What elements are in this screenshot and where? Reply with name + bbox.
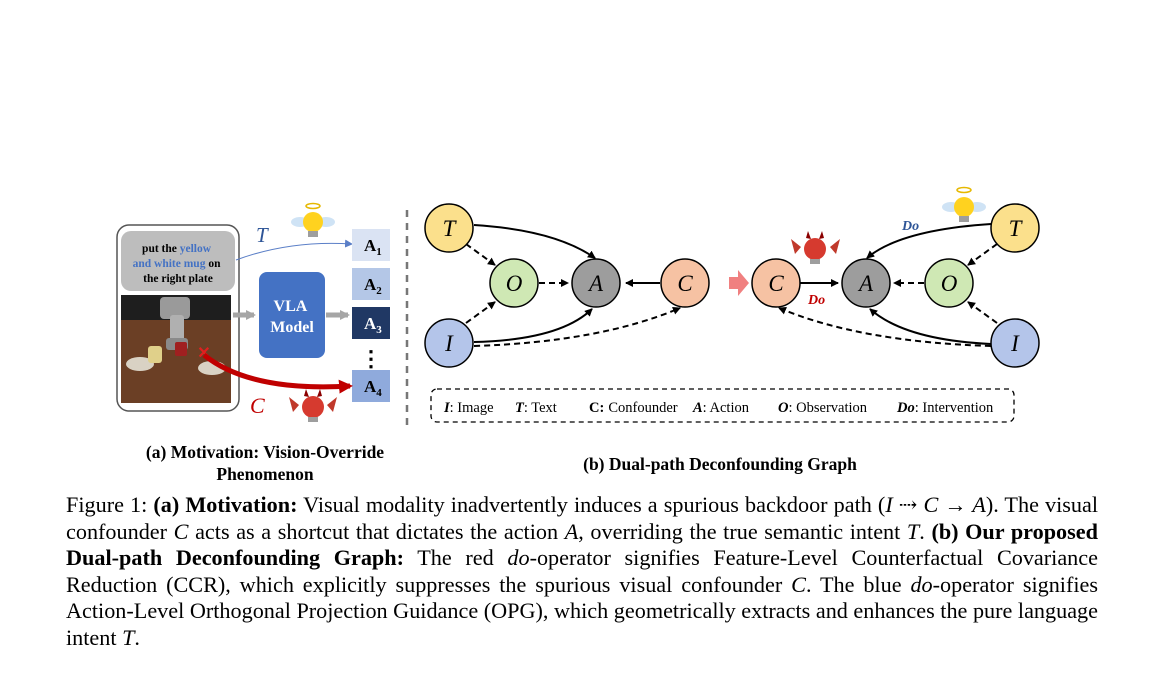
caption-part-b-heading: (b) Our proposed Dual-path Deconfounding… — [66, 518, 1098, 571]
svg-text:A2: A2 — [364, 275, 382, 297]
legend-text: I: Image T: Text C:Confounder A: Action … — [443, 400, 994, 416]
caption-math-1: I ⇢ — [885, 492, 918, 517]
node-left-o — [489, 258, 539, 308]
node-right-c — [751, 258, 801, 308]
caption-var-c: C — [173, 518, 189, 544]
svg-text:A3: A3 — [364, 314, 382, 336]
panel-a-label-line2: Phenomenon — [216, 464, 314, 484]
angel-bulb-icon-right — [942, 186, 986, 222]
caption-text-1: Visual modality inadvertently induces a … — [297, 492, 886, 517]
edge-i-to-a — [473, 308, 593, 343]
action-list: A1 A2 A3 ⋮ A4 — [352, 229, 390, 402]
panel-b-left-nodes — [424, 203, 710, 368]
vla-model-label: VLA Model — [270, 298, 314, 336]
node-right-i — [990, 318, 1040, 368]
do-operator-blue: Do — [901, 219, 919, 234]
edge-i-to-o-right — [967, 301, 998, 324]
angel-bulb-icon — [291, 202, 335, 237]
confounder-variable-c: C — [250, 393, 265, 418]
caption-do-1: do — [507, 545, 530, 570]
action-box-4 — [352, 370, 390, 402]
caption-text-3: acts as a shortcut that dictates the act… — [188, 518, 565, 544]
action-box-2 — [352, 268, 390, 300]
node-left-c-label: C — [677, 271, 693, 296]
caption-text-9: -operator signifies Action-Level Orthogo… — [66, 571, 1099, 650]
node-left-o-label: O — [506, 271, 523, 296]
panel-b-right-graph — [778, 223, 998, 347]
robot-scene-image: ✕ — [121, 295, 231, 403]
node-left-t — [424, 203, 474, 253]
caption-var-t: T — [906, 518, 920, 544]
caption-var-t-2: T — [122, 624, 135, 650]
caption-text-10: . — [134, 624, 140, 650]
edge-i-to-c-right — [778, 307, 992, 347]
instruction-text: put the yellow and white mug on the righ… — [133, 243, 224, 285]
node-left-c — [660, 258, 710, 308]
instruction-box — [121, 231, 235, 291]
node-right-o — [924, 258, 974, 308]
action-box-3 — [352, 307, 390, 339]
edge-i-to-c — [473, 307, 681, 347]
panel-b-label: (b) Dual-path Deconfounding Graph — [583, 454, 857, 474]
action-ellipsis: ⋮ — [360, 346, 382, 371]
text-variable-t: T — [256, 223, 269, 247]
node-right-a-label: A — [857, 271, 874, 296]
caption-math-2: C → A — [923, 492, 986, 517]
panel-a-label: (a) Motivation: Vision-Override Phenomen… — [120, 441, 410, 485]
panel-b-right-nodes — [751, 203, 1040, 368]
node-right-a — [841, 258, 891, 308]
confounder-shortcut-arrow — [202, 353, 353, 394]
caption-text-2: ). The visual confounder — [66, 492, 1099, 544]
text-path-arrow — [235, 239, 353, 261]
caption-var-c-2: C — [791, 571, 806, 597]
panel-a: put the yellow and white mug on the righ… — [116, 202, 390, 422]
node-right-o-label: O — [941, 271, 958, 296]
node-left-a — [571, 258, 621, 308]
edge-i-to-o — [465, 301, 496, 324]
edge-t-to-a — [473, 224, 596, 259]
panel-a-label-line1: (a) Motivation: Vision-Override — [145, 442, 385, 462]
caption-text-5: . — [919, 518, 932, 544]
transform-arrow — [729, 270, 749, 296]
node-right-c-label: C — [768, 271, 784, 296]
caption-text-4: , overriding the true semantic intent — [578, 518, 907, 544]
node-right-i-label: I — [1010, 331, 1020, 356]
vla-model-box — [259, 272, 325, 358]
caption-text-7: -operator signifies Feature-Level Counte… — [66, 545, 1098, 597]
caption-text-6: The red — [404, 545, 508, 570]
panel-b-left-graph — [465, 224, 681, 347]
caption-part-a-heading: (a) Motivation: — [153, 492, 298, 517]
node-left-t-label: T — [443, 216, 458, 241]
node-left-i-label: I — [444, 331, 454, 356]
devil-icon — [289, 389, 337, 422]
edge-t-to-o-right — [967, 243, 998, 266]
caption-var-a: A — [564, 518, 579, 544]
svg-text:A1: A1 — [364, 236, 382, 258]
edge-t-to-a-right — [866, 223, 992, 259]
edge-i-to-a-right — [869, 308, 992, 345]
devil-icon-right — [791, 231, 840, 264]
node-right-t-label: T — [1009, 216, 1024, 241]
figure-caption: Figure 1: (a) Motivation: Visual modalit… — [66, 492, 1098, 651]
caption-text-8: . The blue — [805, 571, 911, 597]
svg-text:A4: A4 — [364, 377, 382, 399]
edge-t-to-o — [465, 243, 496, 266]
action-box-1 — [352, 229, 390, 261]
node-left-a-label: A — [587, 271, 604, 296]
caption-do-2: do — [910, 571, 933, 597]
caption-figure-number: Figure 1: — [66, 492, 154, 517]
do-operator-red: Do — [807, 293, 825, 308]
legend-box — [430, 388, 1015, 423]
node-right-t — [990, 203, 1040, 253]
node-left-i — [424, 318, 474, 368]
